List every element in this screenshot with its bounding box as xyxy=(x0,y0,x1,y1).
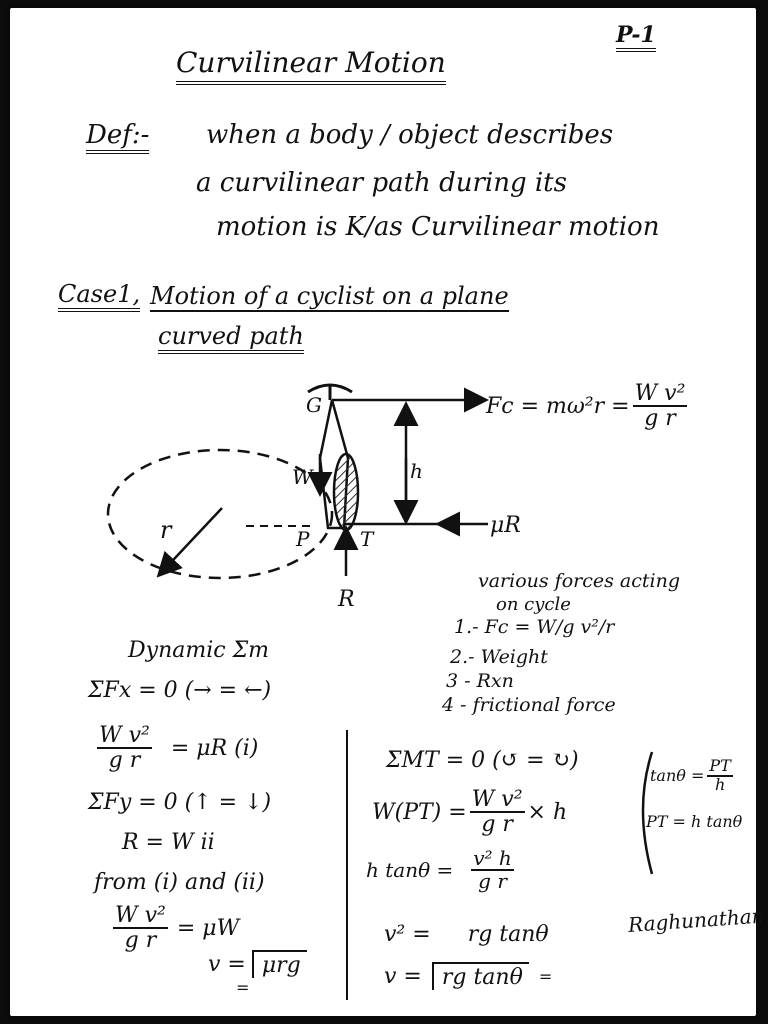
page-title: Curvilinear Motion xyxy=(176,46,446,85)
force-item-1: 1.- Fc = W/g v²/r xyxy=(454,616,614,638)
definition-line-1: when a body / object describes xyxy=(206,120,614,150)
equation-combined: W v² g r = μW xyxy=(110,904,239,952)
label-t: T xyxy=(360,527,375,551)
sum-moments: ΣMT = 0 (↺ = ↻) xyxy=(386,748,579,773)
velocity-banking-result: v = rg tanθ = xyxy=(384,962,552,990)
definition-line-2: a curvilinear path during its xyxy=(196,168,567,198)
column-divider xyxy=(346,730,348,1000)
case-label: Case1, xyxy=(58,280,141,312)
eq4-radical: μrg xyxy=(251,950,307,978)
vb-radical: rg tanθ xyxy=(431,962,529,990)
case-heading-line-2: curved path xyxy=(158,322,304,354)
equation-i: W v² g r = μR (i) xyxy=(94,724,258,772)
force-item-4: 4 - frictional force xyxy=(442,694,616,716)
tan-eq-numerator: v² h xyxy=(471,846,514,871)
eq4-tail: = xyxy=(236,978,250,997)
notebook-page: P-1 Curvilinear Motion Def:- when a body… xyxy=(10,8,768,1016)
eq3-denominator: g r xyxy=(124,928,157,954)
eq1-numerator: W v² xyxy=(97,723,152,750)
dashed-curved-path xyxy=(106,448,334,580)
moment-eq-numerator: W v² xyxy=(469,787,525,814)
eq1-denominator: g r xyxy=(108,748,141,774)
label-r-reaction: R xyxy=(337,587,355,612)
side-note-pt: PT = h tanθ xyxy=(646,812,743,831)
radius-arrow xyxy=(156,507,223,578)
sum-fx: ΣFx = 0 (→ = ←) xyxy=(88,678,272,703)
forces-heading-1: various forces acting xyxy=(478,570,680,592)
fc-prefix: Fc = mω²r = xyxy=(486,393,630,419)
side-tan-lhs: tanθ = xyxy=(650,766,705,786)
equation-ii: R = W ii xyxy=(122,830,215,855)
definition-label: Def:- xyxy=(86,120,150,154)
label-w: W xyxy=(292,465,314,489)
cycle-wheel-icon xyxy=(332,452,360,532)
tan-equation: h tanθ = v² h g r xyxy=(366,848,517,892)
moment-eq-lhs: W(PT) = xyxy=(372,799,467,825)
definition-line-3: motion is K/as Curvilinear motion xyxy=(216,212,660,242)
force-item-2: 2.- Weight xyxy=(450,646,548,668)
fc-numerator: W v² xyxy=(632,381,688,408)
label-p: P xyxy=(295,527,310,551)
v-squared-equation: v² = rg tanθ xyxy=(384,922,549,947)
eq4-lhs: v = xyxy=(208,951,246,977)
side-note-tan: tanθ = PT h xyxy=(650,756,736,794)
force-item-3: 3 - Rxn xyxy=(446,670,514,692)
cyclist-force-diagram: G W h P T R r μR xyxy=(106,383,521,612)
eq1-rhs: = μR (i) xyxy=(170,735,259,761)
force-item-1-prefix: 1.- Fc = xyxy=(454,616,531,638)
vb-lhs: v = xyxy=(384,963,422,989)
tan-eq-lhs: h tanθ = xyxy=(366,858,454,882)
eq1-fraction: W v² g r xyxy=(97,724,152,772)
from-i-and-ii: from (i) and (ii) xyxy=(94,870,265,895)
forces-heading-2: on cycle xyxy=(496,594,571,615)
velocity-friction-result: v = μrg xyxy=(208,950,307,978)
moment-eq-denominator: g r xyxy=(481,812,513,838)
fc-denominator: g r xyxy=(644,406,676,432)
handlebar-icon xyxy=(307,383,353,394)
tan-eq-fraction: v² h g r xyxy=(471,848,514,892)
force-item-1-expr: W/g v²/r xyxy=(536,616,615,638)
vb-tail: = xyxy=(538,966,553,986)
side-tan-numerator: PT xyxy=(707,756,733,777)
side-tan-fraction: PT h xyxy=(707,756,733,794)
v2-rhs: rg tanθ xyxy=(467,922,549,947)
side-tan-denominator: h xyxy=(714,774,726,794)
label-friction: μR xyxy=(490,513,521,538)
fc-fraction: W v² g r xyxy=(632,381,688,432)
moment-equation: W(PT) = W v² g r × h xyxy=(372,788,567,836)
label-r-radius: r xyxy=(160,516,173,544)
signature: Raghunathan. xyxy=(627,903,768,937)
tan-eq-denominator: g r xyxy=(478,869,507,893)
label-h: h xyxy=(410,459,423,483)
page-number: P-1 xyxy=(616,22,656,52)
moment-eq-fraction: W v² g r xyxy=(469,787,525,838)
moment-eq-rhs: × h xyxy=(527,799,568,825)
sum-fy: ΣFy = 0 (↑ = ↓) xyxy=(88,790,272,815)
dynamic-equilibrium: Dynamic Σm xyxy=(128,638,269,663)
case-heading-line-1: Motion of a cyclist on a plane xyxy=(150,282,509,312)
label-g: G xyxy=(306,393,322,417)
eq3-fraction: W v² g r xyxy=(113,904,168,952)
centripetal-force-formula: Fc = mω²r = W v² g r xyxy=(486,382,690,430)
eq3-rhs: = μW xyxy=(176,915,240,941)
v2-lhs: v² = xyxy=(384,922,431,947)
eq3-numerator: W v² xyxy=(113,903,168,930)
side-note-bracket xyxy=(641,751,654,875)
